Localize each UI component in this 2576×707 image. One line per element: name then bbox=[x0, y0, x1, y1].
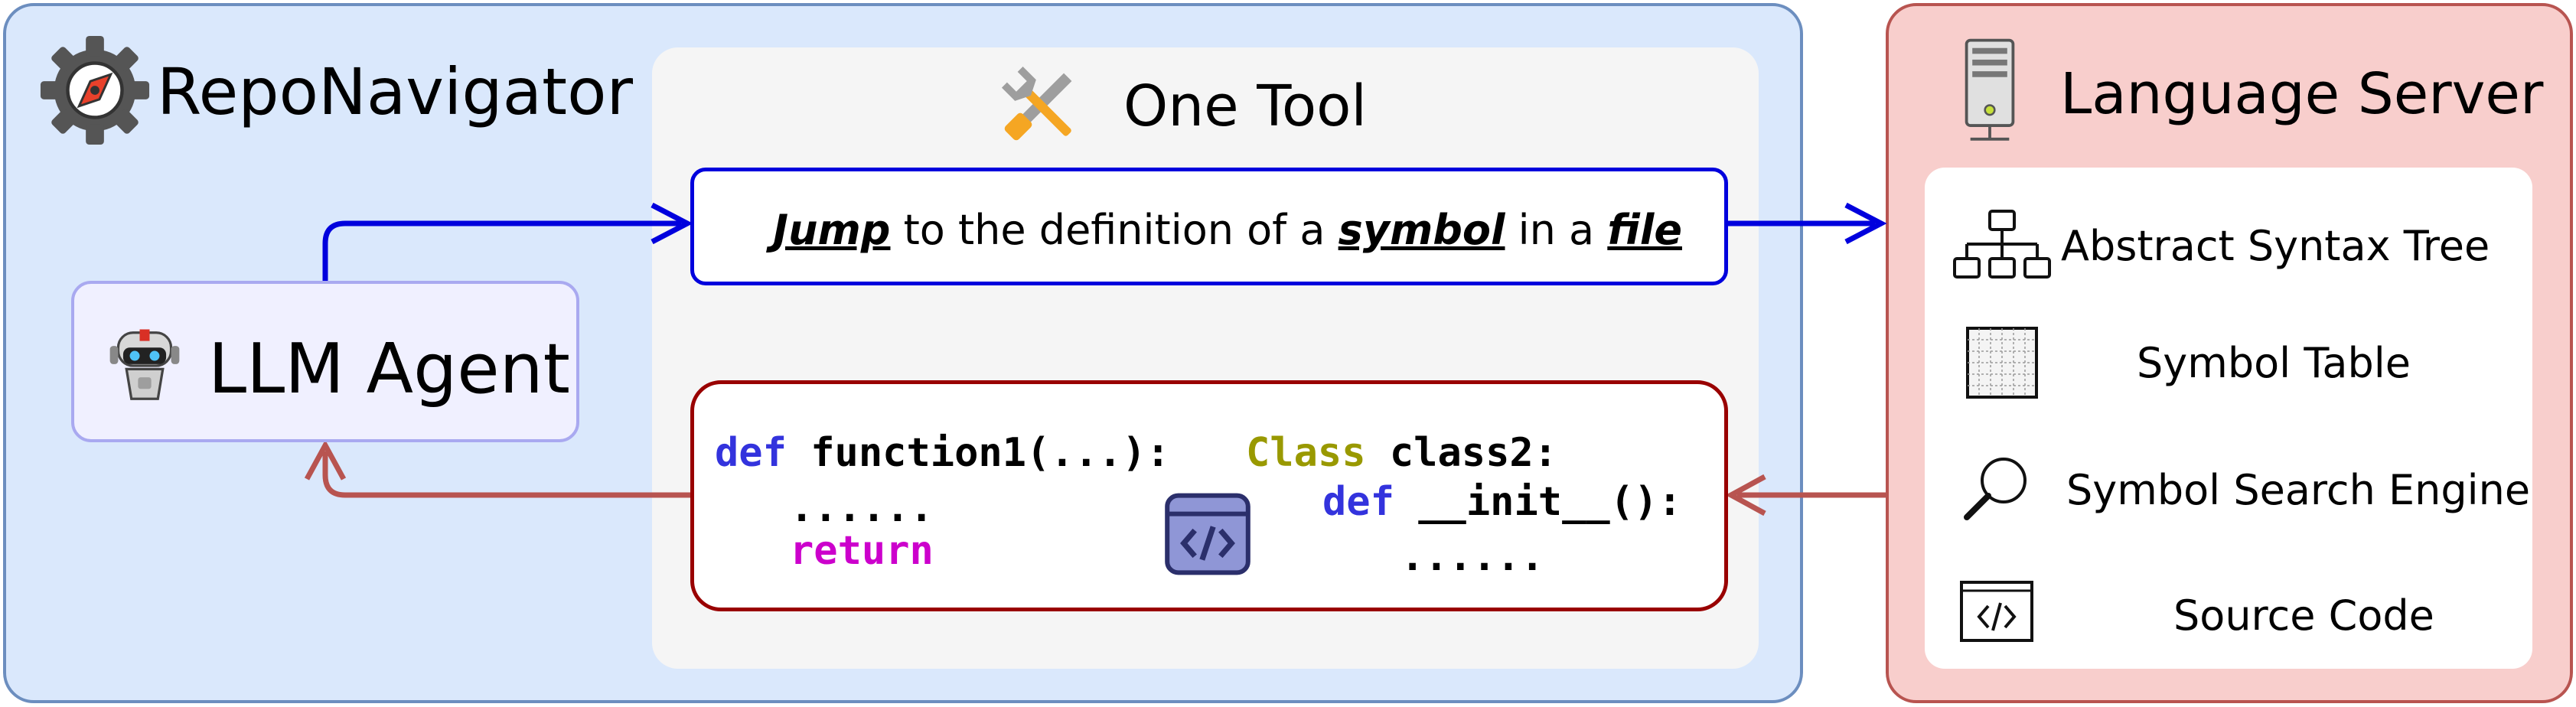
tools-icon bbox=[1001, 66, 1072, 141]
magnifier-icon bbox=[1964, 458, 2027, 520]
grid-table-icon bbox=[1966, 327, 2038, 399]
server-item-search-engine: Symbol Search Engine bbox=[2066, 466, 2531, 514]
tree-icon bbox=[1953, 210, 2051, 279]
language-server-title: Language Server bbox=[2060, 61, 2544, 127]
call-arrow bbox=[322, 220, 681, 281]
result-arrowhead bbox=[304, 439, 347, 481]
symbol-word: symbol bbox=[1338, 206, 1505, 254]
jump-to-definition-box bbox=[690, 168, 1728, 285]
result-arrow bbox=[322, 451, 690, 498]
response-arrowhead bbox=[1725, 474, 1766, 516]
class2-name: class2: bbox=[1389, 430, 1558, 476]
jump-text-part1: to the definition of a bbox=[890, 206, 1339, 254]
def-keyword: def bbox=[715, 430, 787, 476]
repo-navigator-title: RepoNavigator bbox=[157, 54, 634, 129]
server-icon bbox=[1965, 38, 2015, 141]
code-line-def-function1: def function1(...): bbox=[715, 433, 1170, 473]
code-line-dots-left: ...... bbox=[790, 485, 934, 531]
return-keyword: return bbox=[790, 528, 934, 574]
one-tool-title: One Tool bbox=[1123, 73, 1367, 139]
class-keyword: Class bbox=[1246, 430, 1366, 476]
jump-description: Jump to the definition of a symbol in a … bbox=[773, 210, 1682, 251]
code-tag-icon bbox=[1960, 581, 2033, 642]
jump-word: Jump bbox=[773, 206, 891, 254]
jump-text-part2: in a bbox=[1505, 206, 1608, 254]
function1-signature: function1(...): bbox=[810, 430, 1170, 476]
code-line-def-init: def __init__(): bbox=[1322, 482, 1682, 522]
code-line-dots-right: ...... bbox=[1400, 534, 1544, 580]
init-signature: __init__(): bbox=[1418, 479, 1682, 525]
gear-compass-icon bbox=[40, 35, 150, 145]
call-arrowhead bbox=[651, 202, 693, 245]
server-item-source-code: Source Code bbox=[2173, 591, 2434, 640]
robot-icon bbox=[109, 329, 180, 400]
code-window-icon bbox=[1165, 493, 1251, 575]
server-item-symbol-table: Symbol Table bbox=[2137, 339, 2411, 387]
llm-agent-label: LLM Agent bbox=[208, 329, 570, 409]
code-line-class2: Class class2: bbox=[1246, 433, 1557, 473]
server-item-ast: Abstract Syntax Tree bbox=[2061, 222, 2490, 270]
def-init-keyword: def bbox=[1322, 479, 1394, 525]
file-word: file bbox=[1607, 206, 1682, 254]
request-arrowhead bbox=[1844, 202, 1887, 245]
